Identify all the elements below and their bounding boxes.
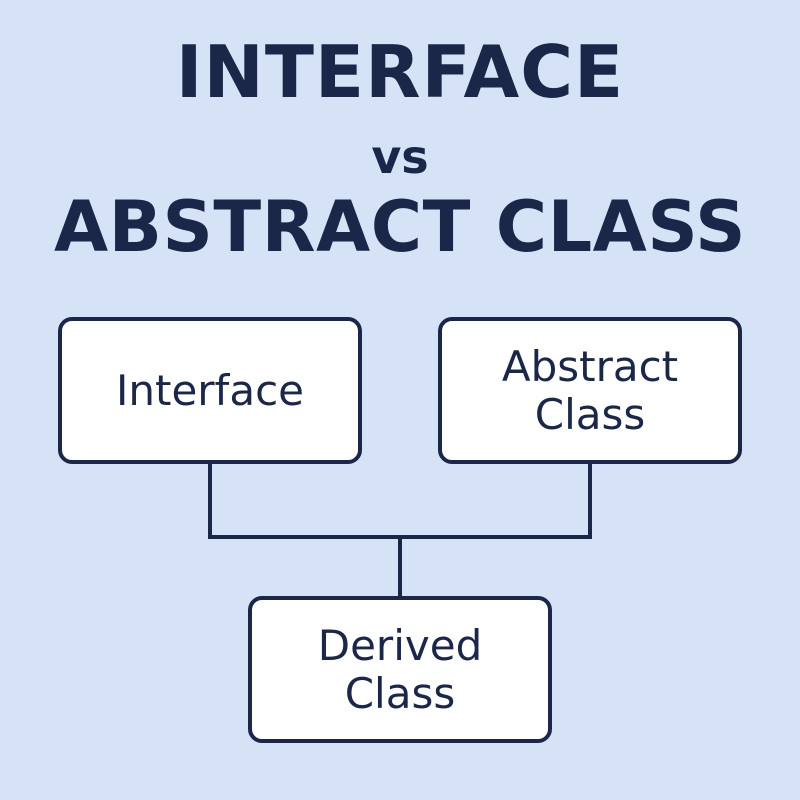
derived-class-box-label: Derived Class bbox=[318, 622, 482, 716]
abstract-class-box-label-line2: Class bbox=[534, 389, 646, 439]
abstract-class-box: Abstract Class bbox=[438, 317, 742, 464]
abstract-class-box-label: Abstract Class bbox=[502, 343, 678, 437]
abstract-class-box-label-line1: Abstract bbox=[501, 342, 679, 392]
derived-class-box: Derived Class bbox=[248, 596, 552, 743]
title-interface: INTERFACE bbox=[175, 30, 625, 114]
interface-box-label: Interface bbox=[115, 365, 305, 415]
title-abstract-class: ABSTRACT CLASS bbox=[53, 186, 747, 268]
derived-class-box-label-line2: Class bbox=[344, 668, 456, 718]
interface-box: Interface bbox=[58, 317, 362, 464]
title-vs: vs bbox=[371, 130, 429, 184]
derived-class-box-label-line1: Derived bbox=[317, 621, 483, 671]
